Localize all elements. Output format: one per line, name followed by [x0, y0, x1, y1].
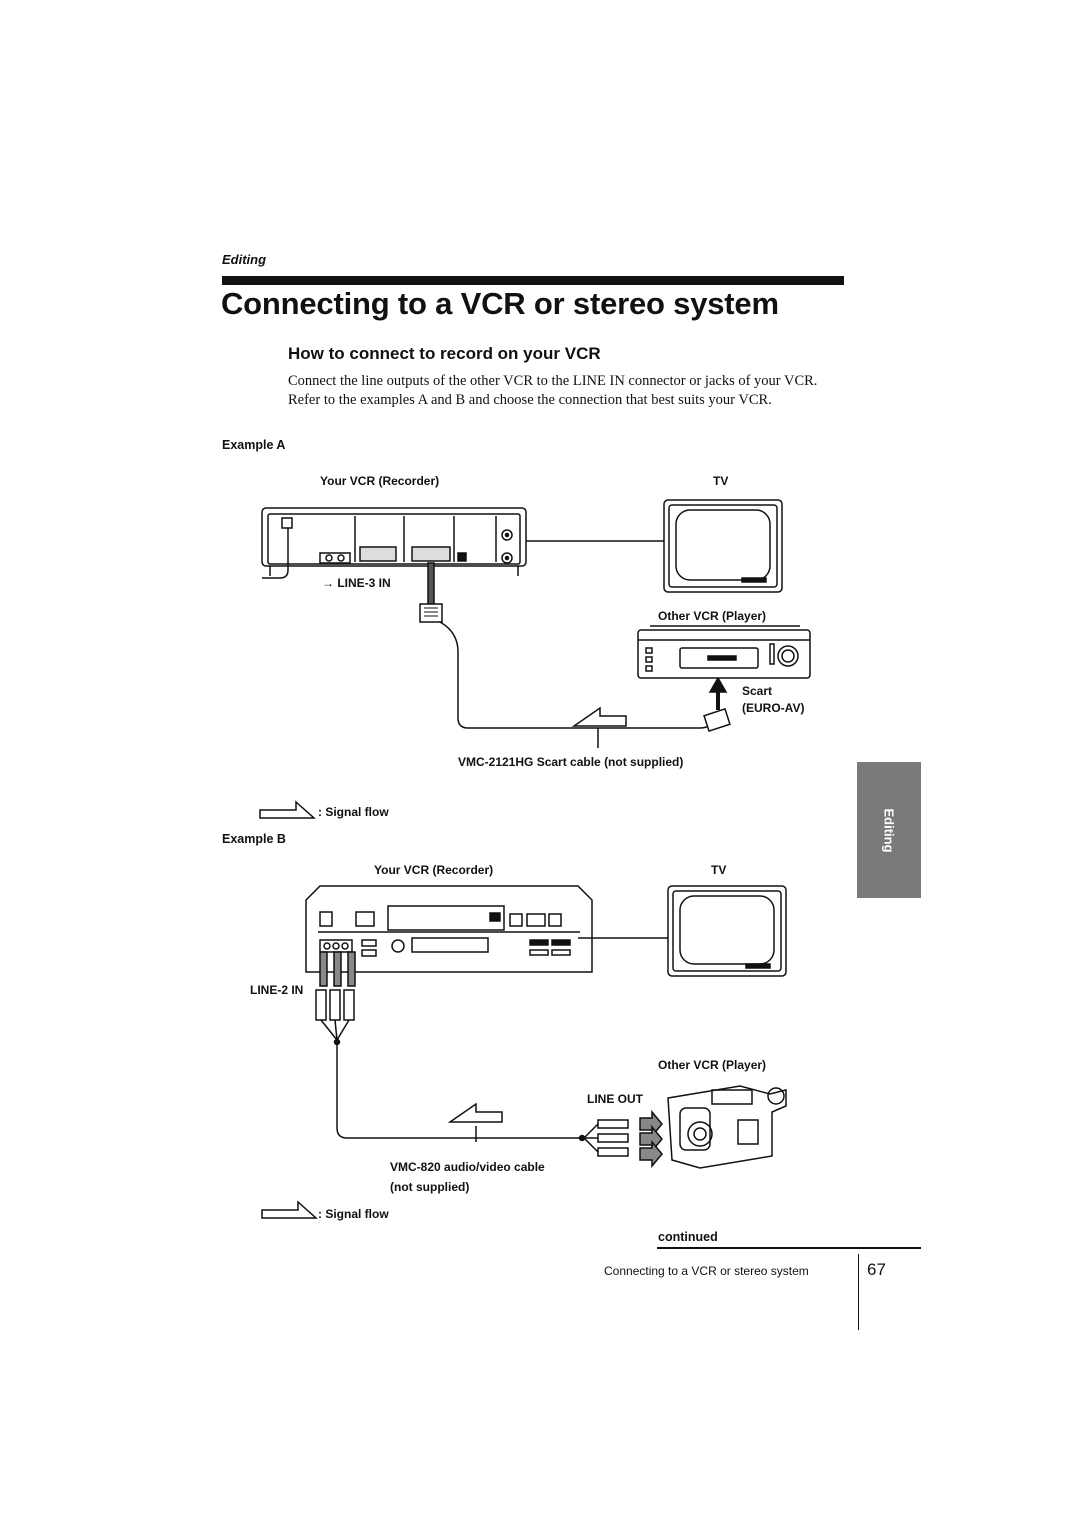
rca-plugs-input: [315, 951, 356, 1041]
player-label-a: Other VCR (Player): [658, 609, 767, 623]
signal-flow-legend-a: : Signal flow: [318, 805, 389, 819]
title-rule: [222, 276, 844, 285]
example-a-label: Example A: [222, 438, 286, 452]
page-number: 67: [867, 1260, 886, 1279]
cable-label-b-line1: VMC-820 audio/video cable: [390, 1160, 545, 1174]
cable-label-b-line2: (not supplied): [390, 1180, 470, 1194]
recorder-label-a: Your VCR (Recorder): [320, 474, 440, 488]
cable-label-a: VMC-2121HG Scart cable (not supplied): [458, 755, 684, 769]
input-icon: →: [322, 576, 334, 590]
tv-illustration: [663, 499, 783, 593]
player-vcr-illustration: [637, 625, 811, 679]
scart-label: Scart: [742, 684, 773, 698]
signal-flow-legend-b: : Signal flow: [318, 1207, 389, 1221]
euro-av-label: (EURO-AV): [742, 701, 805, 715]
line-2-in-label: LINE-2 IN: [250, 983, 304, 997]
recorder-label-b: Your VCR (Recorder): [374, 863, 494, 877]
example-b-label: Example B: [222, 832, 286, 846]
player-label-b: Other VCR (Player): [658, 1058, 767, 1072]
recorder-vcr-front-illustration: [305, 885, 593, 973]
footer-divider: [858, 1254, 859, 1330]
camcorder-illustration: [667, 1085, 787, 1169]
intro-paragraph: Connect the line outputs of the other VC…: [288, 373, 818, 408]
side-tab-editing: Editing: [857, 762, 921, 898]
tv-illustration-b: [667, 885, 787, 977]
section-label: Editing: [222, 252, 267, 267]
continued-label: continued: [658, 1230, 718, 1244]
line-out-label: LINE OUT: [587, 1092, 643, 1106]
page-title: Connecting to a VCR or stereo system: [221, 286, 779, 321]
subheading: How to connect to record on your VCR: [288, 344, 601, 363]
line-3-in-label: → LINE-3 IN: [322, 576, 391, 590]
tv-label-a: TV: [713, 474, 729, 488]
recorder-vcr-rear-illustration: [261, 507, 527, 579]
tv-label-b: TV: [711, 863, 727, 877]
side-tab-label: Editing: [881, 807, 897, 853]
running-title: Connecting to a VCR or stereo system: [604, 1264, 809, 1278]
footer-rule: [657, 1247, 921, 1249]
